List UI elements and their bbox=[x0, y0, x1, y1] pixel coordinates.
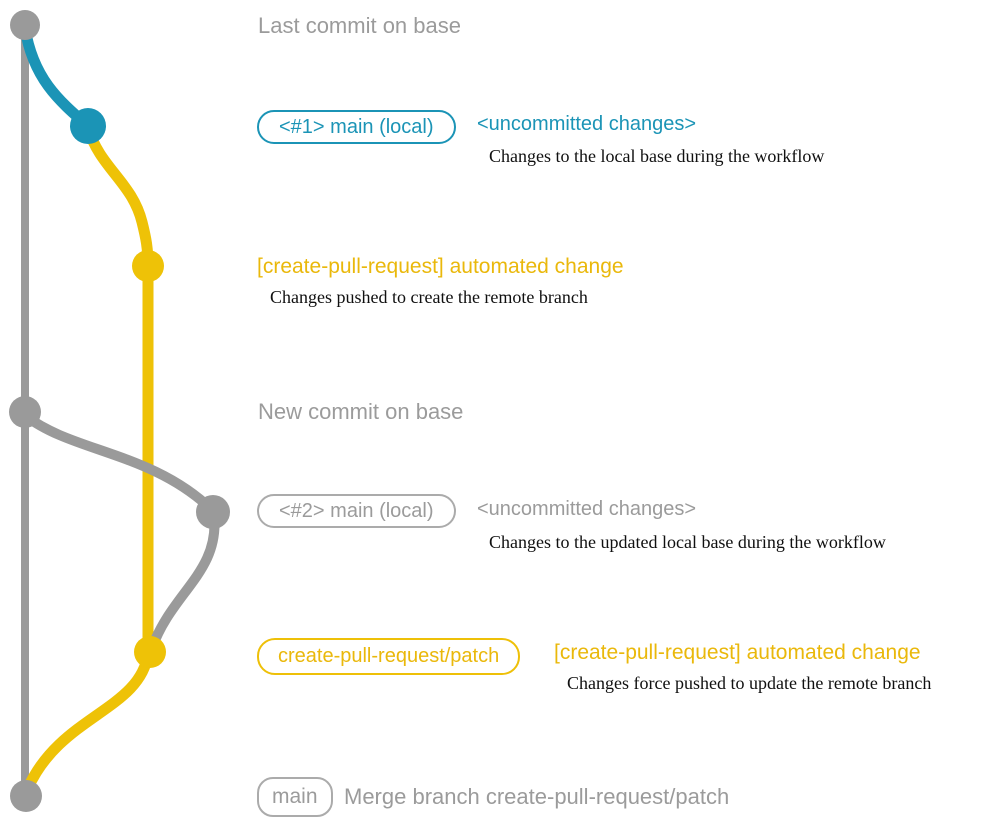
commit-graph bbox=[9, 10, 230, 812]
automated-change-title-1: [create-pull-request] automated change bbox=[257, 255, 624, 278]
badge-main-local-2: <#2> main (local) bbox=[257, 494, 456, 528]
last-commit-title: Last commit on base bbox=[258, 13, 461, 38]
description-force-pushed: Changes force pushed to update the remot… bbox=[567, 673, 932, 693]
new-commit-title: New commit on base bbox=[258, 399, 464, 424]
automated-change-title-2: [create-pull-request] automated change bbox=[554, 641, 921, 664]
commit-dot-automated-change-1 bbox=[132, 250, 164, 282]
description-pushed-create: Changes pushed to create the remote bran… bbox=[270, 287, 588, 307]
uncommitted-changes-label-1: <uncommitted changes> bbox=[477, 113, 697, 135]
commit-dot-new-base bbox=[9, 396, 41, 428]
description-local-base: Changes to the local base during the wor… bbox=[489, 146, 825, 166]
local-branch-rebase-curve bbox=[147, 510, 220, 653]
description-updated-local-base: Changes to the updated local base during… bbox=[489, 532, 886, 552]
badge-main: main bbox=[257, 777, 333, 817]
remote-branch-curve-top bbox=[82, 122, 154, 272]
commit-dot-merge bbox=[10, 780, 42, 812]
local-branch-curve-2 bbox=[21, 411, 217, 515]
commit-dot-main-local-1 bbox=[70, 108, 106, 144]
badge-create-pull-request-patch: create-pull-request/patch bbox=[257, 638, 521, 675]
uncommitted-changes-label-2: <uncommitted changes> bbox=[477, 498, 697, 520]
commit-dot-main-local-2 bbox=[196, 495, 230, 529]
commit-dot-automated-change-2 bbox=[134, 636, 166, 668]
remote-branch-merge-curve bbox=[22, 648, 154, 794]
badge-main-local-1: <#1> main (local) bbox=[257, 110, 456, 144]
merge-branch-title: Merge branch create-pull-request/patch bbox=[344, 784, 730, 809]
commit-dot-last-base bbox=[10, 10, 40, 40]
